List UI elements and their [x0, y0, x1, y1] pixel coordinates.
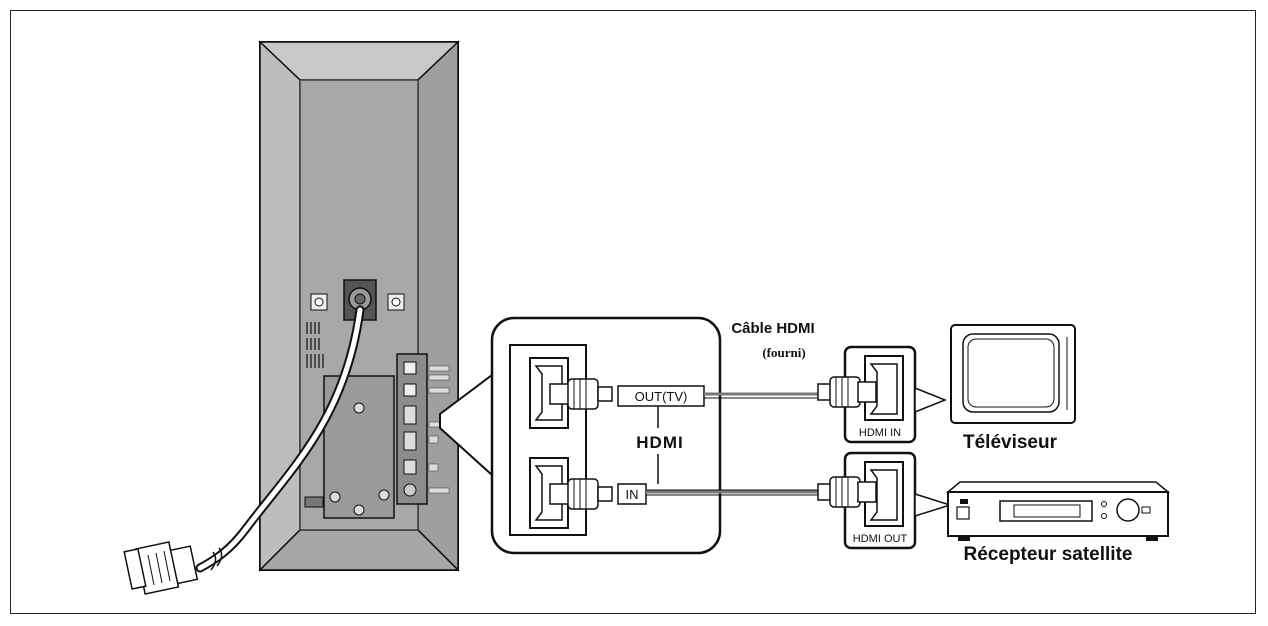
- hdmi-logo: HDMI: [636, 433, 683, 452]
- satellite-hdmi-out-box: HDMI OUT: [817, 451, 917, 550]
- hdmi-cable-satellite: [646, 489, 820, 496]
- hdmi-plug-icon: [549, 378, 613, 410]
- vent-slots: [306, 322, 324, 368]
- small-port: [304, 496, 324, 508]
- power-cable: [195, 305, 365, 573]
- power-inlet-icon: [343, 279, 377, 321]
- hdmi-plug-icon: [549, 478, 613, 510]
- hdmi-plug-icon: [817, 376, 877, 408]
- television-icon: [950, 324, 1076, 424]
- satellite-port-label: HDMI OUT: [853, 533, 908, 545]
- out-tv-label: OUT(TV): [635, 389, 688, 404]
- cable-supplied-note: (fourni): [762, 345, 805, 360]
- hdmi-plug-icon: [817, 476, 877, 508]
- out-tv-label-box: [617, 385, 705, 407]
- satellite-name-label: Récepteur satellite: [964, 544, 1133, 565]
- in-label: IN: [626, 487, 639, 502]
- zoom-detail-box: OUT(TV) IN HDMI: [490, 316, 722, 555]
- cable-name-label: Câble HDMI: [731, 320, 814, 337]
- rear-connector-panel: [396, 353, 450, 505]
- tv-name-label: Téléviseur: [963, 432, 1058, 453]
- in-label-box: [617, 483, 647, 505]
- main-unit-rear-panel: [258, 40, 460, 572]
- satellite-receiver-icon: [945, 481, 1171, 541]
- tv-port-label: HDMI IN: [859, 427, 901, 439]
- hdmi-cable-tv: [704, 392, 820, 399]
- power-plug-icon: [123, 541, 199, 595]
- tv-hdmi-in-box: HDMI IN: [817, 345, 917, 444]
